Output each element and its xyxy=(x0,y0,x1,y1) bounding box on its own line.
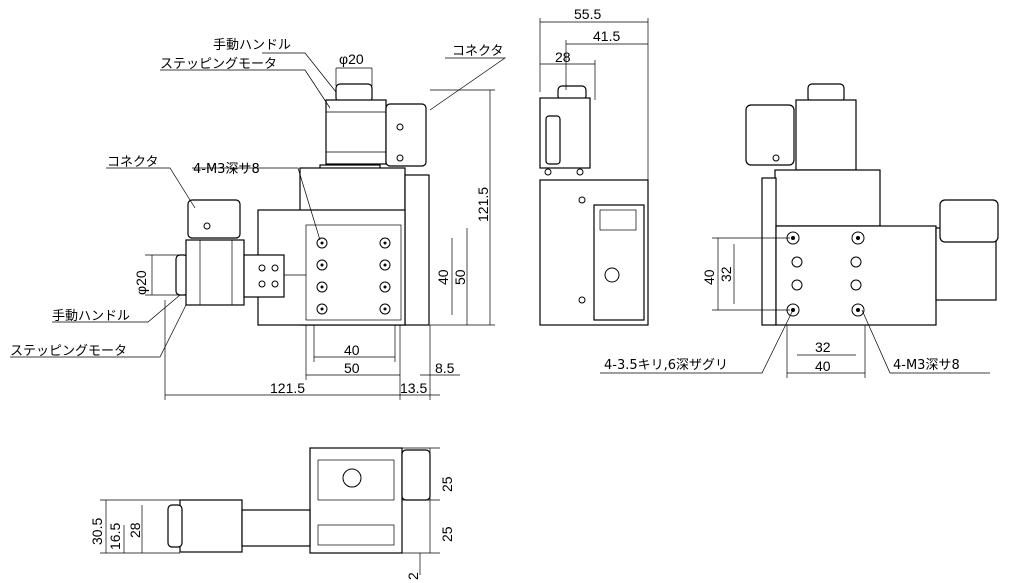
right-motor xyxy=(795,99,857,171)
label-motor-left: ステッピングモータ xyxy=(10,344,127,359)
label-handle-left: 手動ハンドル xyxy=(52,309,130,324)
dim-40-right: 40 xyxy=(701,269,717,285)
right-rail xyxy=(761,177,777,326)
left-connector xyxy=(187,199,241,239)
dim-30-5: 30.5 xyxy=(89,518,105,545)
dim-28: 28 xyxy=(555,49,571,65)
dim-28-front: 28 xyxy=(127,522,143,538)
side-view: 55.5 41.5 28 xyxy=(539,6,649,326)
right-connector-side xyxy=(939,199,999,243)
dim-32-h: 32 xyxy=(815,339,831,355)
dim-40-h: 40 xyxy=(344,342,360,358)
left-motor-body xyxy=(185,239,245,306)
front-stage xyxy=(309,447,403,554)
label-tap-top: 4-M3深サ8 xyxy=(193,162,260,177)
dim-55-5: 55.5 xyxy=(574,6,601,22)
dim-25-top: 25 xyxy=(439,476,455,492)
dim-40-h-right: 40 xyxy=(815,358,831,374)
dim-121-5-v: 121.5 xyxy=(475,187,491,222)
label-connector-left: コネクタ xyxy=(107,155,158,170)
dim-41-5: 41.5 xyxy=(593,28,620,44)
top-connector xyxy=(385,103,427,167)
right-upper-block xyxy=(774,169,881,227)
label-connector-top: コネクタ xyxy=(452,44,503,59)
top-view: 手動ハンドル ステッピングモータ φ20 コネクタ コネクタ 4-M3深サ8 手… xyxy=(10,38,507,400)
label-handle-top: 手動ハンドル xyxy=(213,38,291,53)
label-phi20-top: φ20 xyxy=(339,51,364,67)
side-carriage xyxy=(593,204,645,321)
dim-16-5: 16.5 xyxy=(107,523,123,550)
dim-13-5: 13.5 xyxy=(400,380,427,396)
dim-32-right: 32 xyxy=(718,266,734,282)
dim-8-5: 8.5 xyxy=(435,360,455,376)
dim-50-v: 50 xyxy=(452,269,468,285)
dim-40-v: 40 xyxy=(435,269,451,285)
top-tap-holes xyxy=(316,237,391,315)
front-motor xyxy=(179,499,243,553)
top-motor-body xyxy=(325,99,387,165)
label-motor-top: ステッピングモータ xyxy=(160,57,277,72)
label-phi20-left: φ20 xyxy=(133,270,149,295)
right-connector-top xyxy=(745,104,795,166)
dim-121-5-h: 121.5 xyxy=(270,380,305,396)
right-view: 40 32 32 40 4-3.5キリ,6深ザグリ 4-M3深サ8 xyxy=(600,83,999,378)
left-coupling xyxy=(243,254,285,298)
top-rail-block xyxy=(404,174,430,326)
front-view: 25 25 30.5 16.5 28 2 xyxy=(89,447,455,580)
dim-25-bottom: 25 xyxy=(439,526,455,542)
label-counterbore: 4-3.5キリ,6深ザグリ xyxy=(604,358,728,373)
dim-2: 2 xyxy=(405,572,421,580)
label-tap-right: 4-M3深サ8 xyxy=(893,358,960,373)
right-holes xyxy=(786,231,865,317)
dim-50-h: 50 xyxy=(344,360,360,376)
top-handle-knob xyxy=(335,83,373,103)
